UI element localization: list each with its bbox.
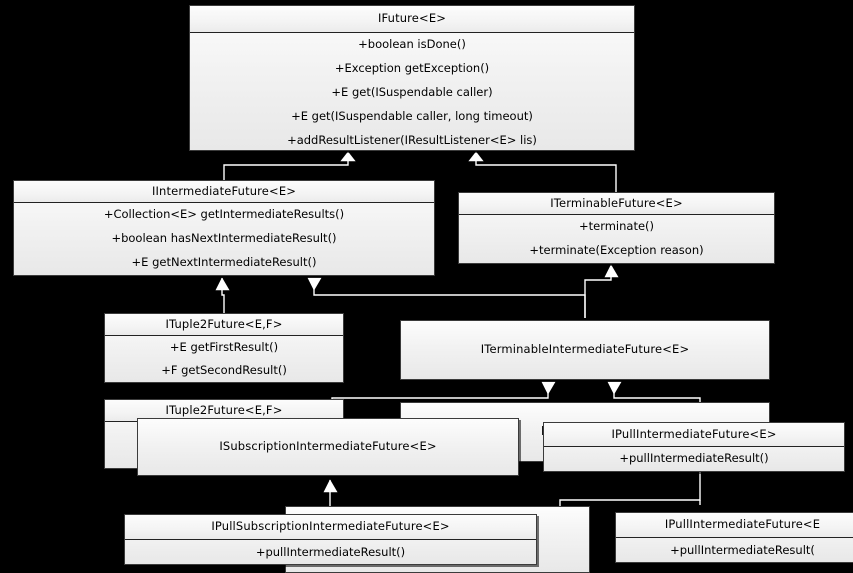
class-title-isubscriptionintermediatefuture: ISubscriptionIntermediateFuture<E>	[219, 439, 437, 454]
class-title-ipullsubscriptionintermediatefuture: IPullSubscriptionIntermediateFuture<E>	[125, 515, 536, 540]
operation-item: +pullIntermediateResult(	[670, 542, 815, 557]
class-box-iterminablefuture[interactable]: ITerminableFuture<E> +terminate() +termi…	[458, 192, 775, 264]
class-operations-ipullsubscriptionintermediatefuture: +pullIntermediateResult()	[125, 540, 536, 565]
class-operations-ipullintermediatefuture-lower: +pullIntermediateResult(	[616, 538, 853, 563]
class-title-iterminablefuture: ITerminableFuture<E>	[459, 193, 774, 215]
operation-item: +E getNextIntermediateResult()	[131, 255, 317, 270]
class-operations-ituple2future-upper: +E getFirstResult() +F getSecondResult()	[105, 336, 343, 382]
class-box-ifuture[interactable]: IFuture<E> +boolean isDone() +Exception …	[189, 5, 635, 151]
operation-item: +pullIntermediateResult()	[255, 544, 406, 559]
class-box-iterminableintermediatefuture[interactable]: ITerminableIntermediateFuture<E>	[400, 320, 770, 380]
class-box-ipullsubscriptionintermediatefuture[interactable]: IPullSubscriptionIntermediateFuture<E> +…	[124, 514, 537, 565]
class-box-ipullintermediatefuture-upper[interactable]: IPullIntermediateFuture<E> +pullIntermed…	[543, 422, 845, 472]
operation-item: +E get(ISuspendable caller, long timeout…	[291, 109, 533, 124]
class-operations-ifuture: +boolean isDone() +Exception getExceptio…	[190, 33, 634, 153]
class-operations-iterminablefuture: +terminate() +terminate(Exception reason…	[459, 215, 774, 263]
edge-iterminablefuture-iterminableintermediatefuture	[584, 265, 612, 318]
class-operations-iintermediatefuture: +Collection<E> getIntermediateResults() …	[14, 203, 434, 275]
operation-item: +F getSecondResult()	[161, 362, 287, 377]
arrowhead-iterminablefuture-child	[604, 264, 619, 278]
arrowhead-ituple2future-a	[215, 277, 230, 291]
operation-item: +Exception getException()	[334, 61, 490, 76]
arrowhead-pullsubscription	[323, 479, 338, 493]
operation-item: +terminate()	[578, 219, 655, 234]
operation-item: +E getFirstResult()	[169, 339, 279, 354]
edge-iintermediatefuture-iterminableintermediatefuture	[313, 278, 586, 318]
operation-item: +pullIntermediateResult()	[619, 451, 769, 466]
class-title-ifuture: IFuture<E>	[190, 6, 634, 33]
class-title-iintermediatefuture: IIntermediateFuture<E>	[14, 181, 434, 203]
edge-iintermediatefuture-ituple2future	[221, 278, 225, 313]
class-operations-ipullintermediatefuture-upper: +pullIntermediateResult()	[544, 447, 844, 471]
class-box-iintermediatefuture[interactable]: IIntermediateFuture<E> +Collection<E> ge…	[13, 180, 435, 276]
class-title-ipullintermediatefuture-lower: IPullIntermediateFuture<E	[616, 513, 853, 538]
class-title-ipullintermediatefuture-upper: IPullIntermediateFuture<E>	[544, 423, 844, 447]
operation-item: +Collection<E> getIntermediateResults()	[103, 207, 345, 222]
class-title-iterminableintermediatefuture: ITerminableIntermediateFuture<E>	[480, 342, 690, 357]
operation-item: +E get(ISuspendable caller)	[331, 85, 493, 100]
operation-item: +boolean isDone()	[358, 37, 466, 52]
class-box-isubscriptionintermediatefuture[interactable]: ISubscriptionIntermediateFuture<E>	[137, 418, 519, 476]
class-box-ipullintermediatefuture-lower[interactable]: IPullIntermediateFuture<E +pullIntermedi…	[615, 512, 853, 563]
arrowhead-subscription	[541, 381, 556, 395]
arrowhead-iterminableintermediate-to-intermediate	[307, 277, 322, 291]
operation-item: +addResultListener(IResultListener<E> li…	[287, 133, 537, 148]
arrowhead-pullintermediate	[607, 381, 622, 395]
class-box-ituple2future-upper[interactable]: ITuple2Future<E,F> +E getFirstResult() +…	[104, 313, 344, 383]
arrowhead-iintermediatefuture	[340, 151, 356, 162]
arrowhead-iterminablefuture	[468, 151, 484, 162]
edge-ifuture-iterminablefuture	[475, 152, 617, 192]
operation-item: +terminate(Exception reason)	[529, 243, 704, 258]
operation-item: +boolean hasNextIntermediateResult()	[111, 231, 337, 246]
edge-ifuture-iintermediatefuture	[223, 152, 349, 180]
class-title-ituple2future-upper: ITuple2Future<E,F>	[105, 314, 343, 336]
